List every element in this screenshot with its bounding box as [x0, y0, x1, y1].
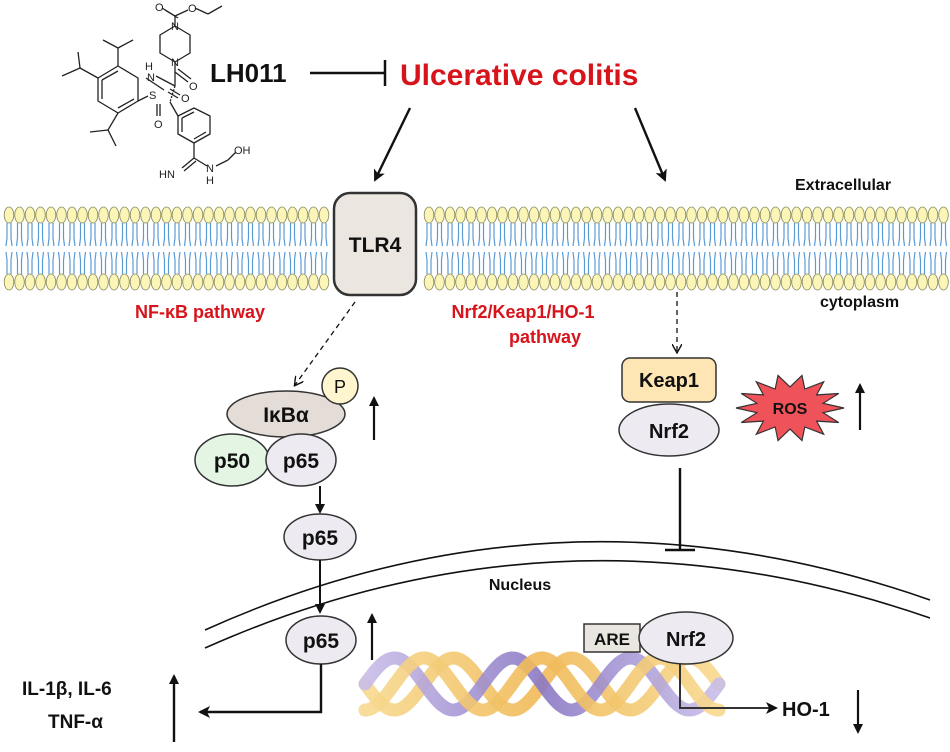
drug-name: LH011 [210, 58, 287, 88]
atom-n-piperazine-bottom: N [171, 57, 179, 69]
lh011-atom-labels: O O N N H N O S O O HN N H OH [145, 2, 251, 187]
atom-hn-imine: HN [159, 169, 175, 181]
atom-s: S [149, 90, 156, 102]
ros-starburst [735, 374, 845, 442]
cytokines-line1: IL-1β, IL-6 [22, 679, 112, 700]
atom-n-piperazine-top: N [171, 21, 179, 33]
nrf2-pathway-label-line1: Nrf2/Keap1/HO-1 [451, 302, 594, 322]
tlr4-label: TLR4 [349, 234, 402, 257]
atom-h-hydroxyl: H [206, 175, 214, 187]
dashed-arrow-tlr4-to-ikba [295, 301, 356, 385]
nfkb-pathway-label: NF-κB pathway [135, 302, 265, 322]
arrow-disease-to-nrf2-pathway [633, 107, 667, 182]
atom-h-amide: H [145, 61, 153, 73]
p65-free-label: p65 [302, 527, 339, 550]
nrf2-nuclear-label: Nrf2 [666, 629, 706, 651]
atom-oh: OH [234, 145, 251, 157]
nrf2-pathway-label-line2: pathway [509, 327, 581, 347]
ikba-label: IκBα [263, 404, 309, 427]
keap1-label: Keap1 [639, 370, 699, 392]
p65-complex-label: p65 [283, 450, 320, 473]
inhibition-line-drug-to-disease [310, 60, 387, 86]
nrf2-protein [618, 403, 720, 457]
dna-double-helix [358, 651, 726, 717]
arrow-nrf2-to-ho1 [679, 664, 778, 714]
lh011-chemical-structure [61, 5, 237, 172]
label-nucleus: Nucleus [489, 577, 551, 594]
nrf2-protein-nuclear [638, 611, 734, 665]
tlr4-receptor [332, 191, 418, 297]
cytokines-line2: TNF-α [48, 712, 103, 733]
label-cytoplasm: cytoplasm [820, 294, 899, 311]
arrow-p65-to-cytokines [198, 664, 323, 718]
atom-o-ester: O [188, 3, 197, 15]
atom-o-carbamate: O [155, 2, 164, 14]
disease-title: Ulcerative colitis [400, 59, 638, 92]
label-extracellular: Extracellular [795, 177, 891, 194]
atom-o-carbonyl: O [189, 81, 198, 93]
are-label: ARE [594, 630, 630, 649]
p65-nuclear-label: p65 [303, 630, 340, 653]
atom-o-sulfonyl-2: O [181, 93, 190, 105]
keap1-protein [621, 357, 717, 403]
arrow-disease-to-tlr4 [373, 107, 412, 182]
nuclear-envelope [204, 540, 931, 649]
p65-protein-complex [265, 433, 337, 487]
ho1-label: HO-1 [782, 699, 830, 721]
atom-n-hydroxyl: N [206, 163, 214, 175]
atom-n-amide: N [147, 72, 155, 84]
lipid-bilayer [3, 206, 949, 291]
atom-o-sulfonyl-1: O [154, 119, 163, 131]
phospho-group [321, 367, 359, 405]
nrf2-label: Nrf2 [649, 421, 689, 443]
ros-label: ROS [773, 401, 808, 418]
phospho-label: P [334, 377, 346, 397]
inhibition-nrf2-nuclear-entry [665, 468, 695, 552]
p50-label: p50 [214, 450, 250, 473]
